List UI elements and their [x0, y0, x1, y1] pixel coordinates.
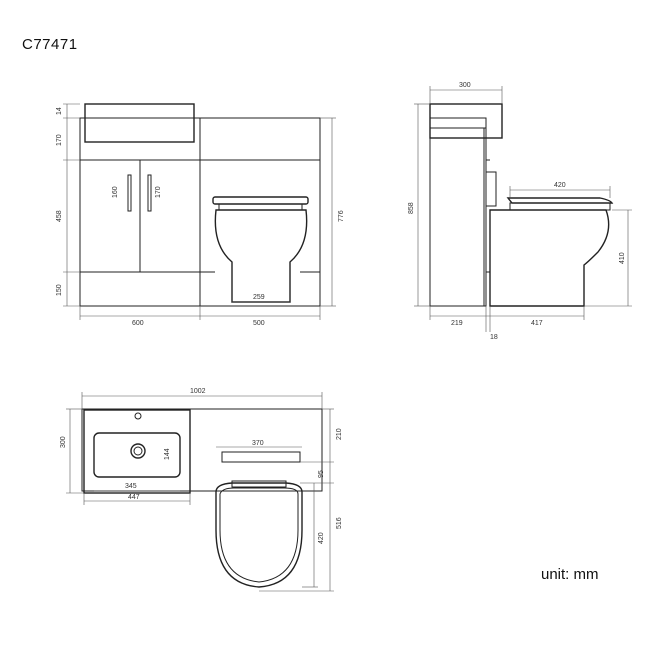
toilet-plan [215, 451, 303, 588]
dim-basin-height: 170 [56, 134, 63, 146]
top-view: 1002 300 210 95 516 420 370 345 447 144 [60, 388, 343, 592]
basin-bowl [93, 432, 181, 478]
dim-depth-right: 210 [336, 428, 343, 440]
product-code: C77471 [22, 36, 78, 53]
toilet-seat-plan [215, 482, 303, 588]
tap-hole [134, 412, 142, 420]
dim-seat-width: 370 [252, 440, 264, 447]
dim-plinth: 150 [56, 284, 63, 296]
waste-inner [133, 446, 143, 456]
side-handle [485, 171, 497, 207]
dim-handle-right: 170 [155, 186, 162, 198]
toilet-side [489, 197, 614, 307]
dim-seat: 420 [554, 182, 566, 189]
dim-door: 458 [56, 210, 63, 222]
dim-width-left: 600 [132, 320, 144, 327]
dim-width-right: 500 [253, 320, 265, 327]
unit-label: unit: mm [541, 566, 599, 583]
dim-overall-width: 1002 [190, 388, 206, 395]
dim-basin-outer-width: 447 [128, 494, 140, 501]
dim-overall-height: 776 [338, 210, 345, 222]
front-view: 14 170 458 150 160 170 776 259 600 500 [56, 103, 345, 327]
dim-top-depth: 300 [459, 82, 471, 89]
dim-cistern-gap: 95 [318, 470, 325, 478]
side-basin-top [429, 103, 503, 139]
toilet-pan-side [489, 209, 610, 307]
dim-cabinet-depth: 219 [451, 320, 463, 327]
dim-pan-projection: 417 [531, 320, 543, 327]
dim-gap: 18 [490, 334, 498, 341]
basin-top [84, 103, 195, 143]
toilet-pan-front [214, 209, 308, 303]
dim-top: 14 [56, 107, 63, 115]
toilet-seat-side [506, 197, 614, 204]
dim-basin-depth: 144 [164, 448, 171, 460]
dim-pan-length: 516 [336, 517, 343, 529]
dim-toilet-base: 259 [253, 294, 265, 301]
top-outline [81, 408, 323, 492]
door-handle-left [127, 174, 132, 212]
toilet-seat-front [212, 196, 309, 205]
basin-plan [83, 409, 191, 494]
dim-basin-inner-width: 345 [125, 483, 137, 490]
toilet-front [212, 196, 309, 303]
side-cabinet [429, 117, 487, 307]
side-view: 300 858 420 410 219 417 18 [408, 82, 632, 341]
dim-side-height: 858 [408, 202, 415, 214]
cistern-edge [221, 451, 301, 463]
dim-pan-height: 410 [619, 252, 626, 264]
waste-outer [130, 443, 146, 459]
dim-handle-left: 160 [112, 186, 119, 198]
door-handle-right [147, 174, 152, 212]
dim-depth: 300 [60, 436, 67, 448]
dim-seat-length: 420 [318, 532, 325, 544]
